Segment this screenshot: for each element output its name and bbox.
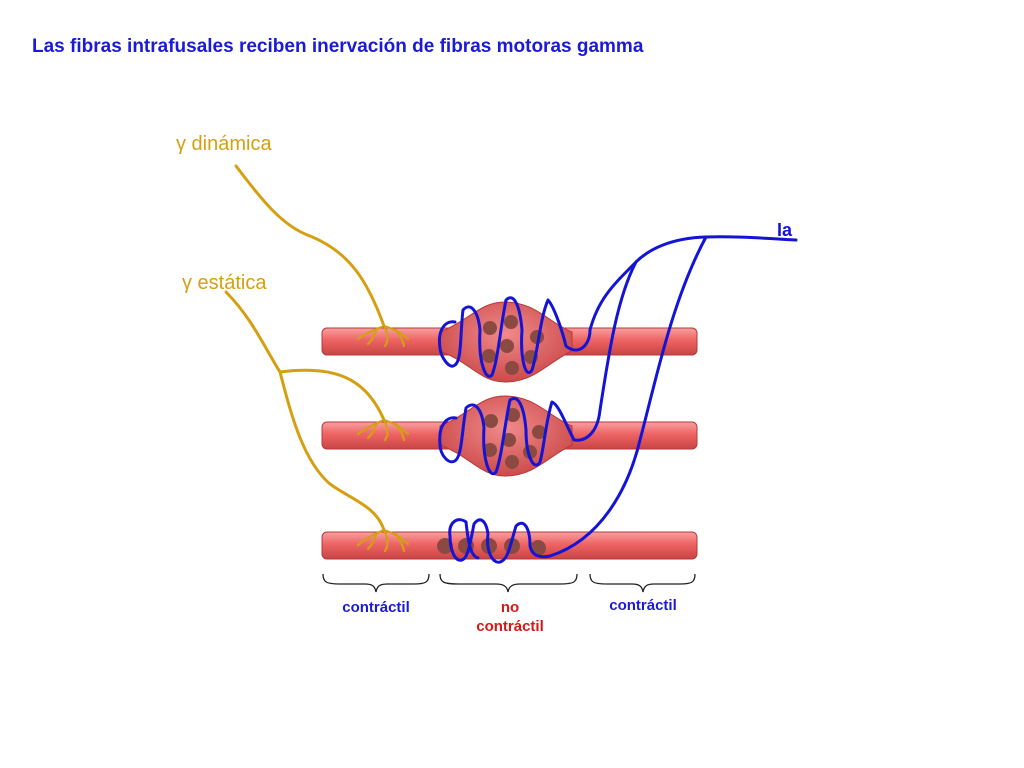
- nuclear-bag-fiber-dynamic: [321, 301, 698, 383]
- nucleus: [505, 361, 519, 375]
- gamma-static-fiber: [224, 290, 410, 553]
- ia-afferent-fiber: [437, 235, 798, 564]
- ia-annulospiral-ending-chain: [448, 518, 552, 564]
- nucleus: [483, 321, 497, 335]
- gamma-static-ending-bag: [356, 418, 410, 442]
- nucleus: [506, 408, 520, 422]
- contractile-right-label: contráctil: [609, 597, 677, 614]
- nucleus: [502, 433, 516, 447]
- brace-center: [439, 573, 578, 593]
- nucleus: [500, 339, 514, 353]
- nucleus: [532, 425, 546, 439]
- gamma-dynamic-fiber: [234, 164, 410, 348]
- brace-right: [589, 573, 696, 593]
- gamma-dynamic-ending: [356, 324, 410, 348]
- ia-afferent-label: Ia: [777, 220, 793, 240]
- nucleus: [482, 349, 496, 363]
- brace-left: [322, 573, 430, 593]
- non-contractile-label-line1: no: [500, 599, 520, 616]
- nucleus: [504, 315, 518, 329]
- nucleus: [505, 455, 519, 469]
- ia-annulospiral-ending-dynamic: [437, 296, 592, 378]
- nucleus: [483, 443, 497, 457]
- nucleus: [484, 414, 498, 428]
- page-title: Las fibras intrafusales reciben inervaci…: [32, 36, 644, 57]
- gamma-dynamic-label: γ dinámica: [176, 133, 272, 155]
- ia-annulospiral-ending-static: [438, 397, 602, 476]
- contractile-left-label: contráctil: [342, 599, 410, 616]
- gamma-static-label: γ estática: [182, 272, 267, 294]
- gamma-static-ending-chain: [356, 528, 410, 553]
- non-contractile-label: no contráctil: [445, 598, 575, 636]
- non-contractile-label-line2: contráctil: [476, 618, 544, 635]
- region-braces: [322, 573, 696, 593]
- nuclear-bag-fiber-static: [321, 395, 698, 477]
